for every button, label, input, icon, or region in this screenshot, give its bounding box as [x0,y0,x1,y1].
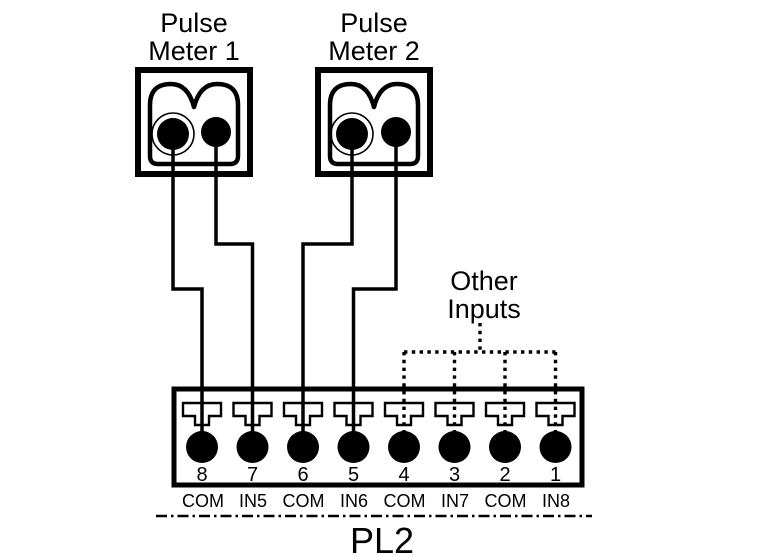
pin-5-terminal [337,431,370,463]
wire-meter1-signal-to-pin7 [214,132,255,437]
pin-7-signal-label: IN5 [239,491,267,511]
pin-8-signal-label: COM [182,491,224,511]
wire-meter1-com-to-pin8 [171,134,204,437]
other-inputs-label-line2: Inputs [447,294,521,324]
pulse-meter-2-com-terminal [336,118,368,150]
pin-7-number: 7 [247,464,258,486]
pin-3-connector [434,401,475,427]
pin-6-signal-label: COM [283,491,325,511]
pulse-meter-1-title-line2: Meter 1 [148,36,240,66]
pin-numbers: 8 7 6 5 4 3 2 1 [196,464,561,486]
meter-wires [171,132,398,437]
pin-8-terminal [186,431,218,463]
pin-1-connector [535,401,576,427]
pin-5-number: 5 [348,464,359,486]
pin-8-number: 8 [196,464,207,486]
pin-2-terminal [489,431,521,463]
meter-terminals [151,112,411,156]
pin-7-terminal [236,431,269,463]
other-inputs: Other Inputs [402,266,558,433]
pin-2-number: 2 [499,464,510,486]
pulse-meter-1-signal-terminal [201,117,231,147]
wire-meter2-com-to-pin6 [301,134,354,437]
pl2-label: PL2 [350,520,414,557]
pin-3-signal-label: IN7 [441,491,469,511]
pin-4-signal-label: COM [384,491,426,511]
pin-3-terminal [438,431,471,463]
pulse-meter-2-title-line1: Pulse [340,8,408,38]
pulse-meter-2-title-line2: Meter 2 [328,36,420,66]
pulse-meter-1-com-terminal [157,118,189,150]
pin-1-signal-label: IN8 [542,491,570,511]
wire-meter2-signal-to-pin5 [351,132,398,437]
pin-4-connector [383,401,425,427]
pin-6-number: 6 [297,464,308,486]
pulse-meter-2-com-terminal-ring [330,112,374,156]
pulse-meter-1-title-line1: Pulse [160,8,228,38]
pin-4-number: 4 [398,464,409,486]
pin-4-terminal [388,431,420,463]
pulse-meter-2-signal-terminal [381,117,411,147]
pin-signal-labels: COM IN5 COM IN6 COM IN7 COM IN8 [182,491,570,511]
pin-6-terminal [287,431,319,463]
pin-terminals [186,431,572,463]
pin-1-number: 1 [550,464,561,486]
pulse-meter-1: Pulse Meter 1 [135,8,253,177]
pulse-meter-2: Pulse Meter 2 [315,8,433,177]
pin-3-number: 3 [449,464,460,486]
pin-1-terminal [539,431,572,463]
other-inputs-label-line1: Other [450,266,518,296]
pin-5-signal-label: IN6 [340,491,368,511]
pulse-meter-1-com-terminal-ring [151,112,195,156]
pin-2-connector [484,401,526,427]
pin-2-signal-label: COM [485,491,527,511]
